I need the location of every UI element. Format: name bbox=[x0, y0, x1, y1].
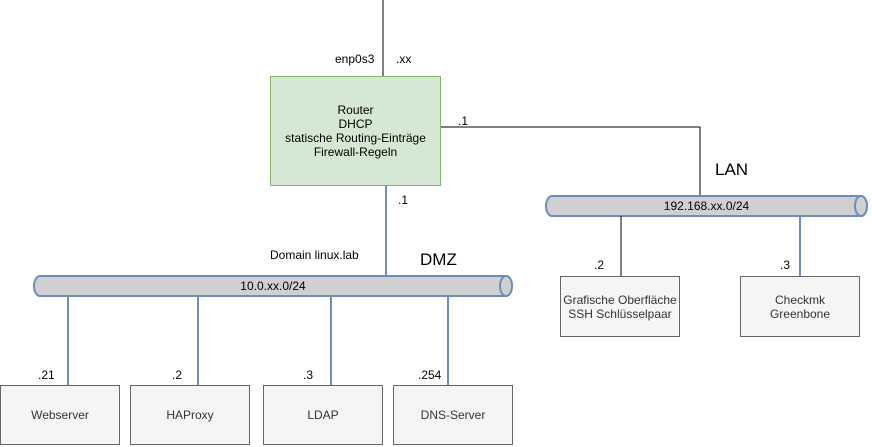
router-line-2: DHCP bbox=[338, 117, 373, 131]
dmz-host-webserver[interactable]: Webserver bbox=[0, 385, 120, 445]
lan-subnet-label: 192.168.xx.0/24 bbox=[663, 199, 750, 213]
dmz-subnet-label: 10.0.xx.0/24 bbox=[240, 279, 306, 293]
lan-host-workstation[interactable]: Grafische Oberfläche SSH Schlüsselpaar bbox=[560, 276, 680, 337]
uplink-address-label: .xx bbox=[396, 52, 412, 66]
workstation-line-2: SSH Schlüsselpaar bbox=[568, 306, 672, 321]
dmz-host-haproxy[interactable]: HAProxy bbox=[130, 385, 250, 445]
lan-host-monitoring[interactable]: Checkmk Greenbone bbox=[740, 276, 860, 337]
router-dmz-address: .1 bbox=[398, 193, 409, 207]
monitoring-line-2: Greenbone bbox=[769, 306, 831, 321]
haproxy-label: HAProxy bbox=[166, 408, 214, 422]
router-line-1: Router bbox=[337, 103, 374, 117]
dmz-host-1-address: .21 bbox=[38, 368, 55, 382]
dmz-bus bbox=[33, 275, 513, 297]
router-lan-link bbox=[441, 126, 701, 196]
dmz-host-3-address: .3 bbox=[303, 368, 314, 382]
workstation-line-1: Grafische Oberfläche bbox=[563, 292, 677, 307]
dmz-title: DMZ bbox=[420, 250, 457, 269]
uplink-interface-label: enp0s3 bbox=[335, 52, 375, 66]
router-lan-address: .1 bbox=[458, 114, 469, 128]
dmz-host-2-address: .2 bbox=[172, 368, 183, 382]
router-node[interactable]: Router DHCP statische Routing-Einträge F… bbox=[270, 76, 441, 186]
webserver-label: Webserver bbox=[31, 408, 89, 422]
dmz-host-4-address: .254 bbox=[418, 368, 442, 382]
monitoring-line-1: Checkmk bbox=[774, 292, 825, 307]
ldap-label: LDAP bbox=[307, 408, 339, 422]
router-line-3: statische Routing-Einträge bbox=[285, 131, 426, 145]
lan-host-2-address: .3 bbox=[780, 258, 791, 272]
lan-host-1-address: .2 bbox=[594, 258, 605, 272]
dmz-domain-label: Domain linux.lab bbox=[270, 248, 359, 262]
lan-bus bbox=[545, 195, 868, 217]
dmz-host-dns-server[interactable]: DNS-Server bbox=[393, 385, 513, 445]
dmz-host-ldap[interactable]: LDAP bbox=[263, 385, 383, 445]
router-line-4: Firewall-Regeln bbox=[313, 145, 398, 159]
lan-title: LAN bbox=[715, 160, 749, 179]
dns-server-label: DNS-Server bbox=[420, 408, 486, 422]
